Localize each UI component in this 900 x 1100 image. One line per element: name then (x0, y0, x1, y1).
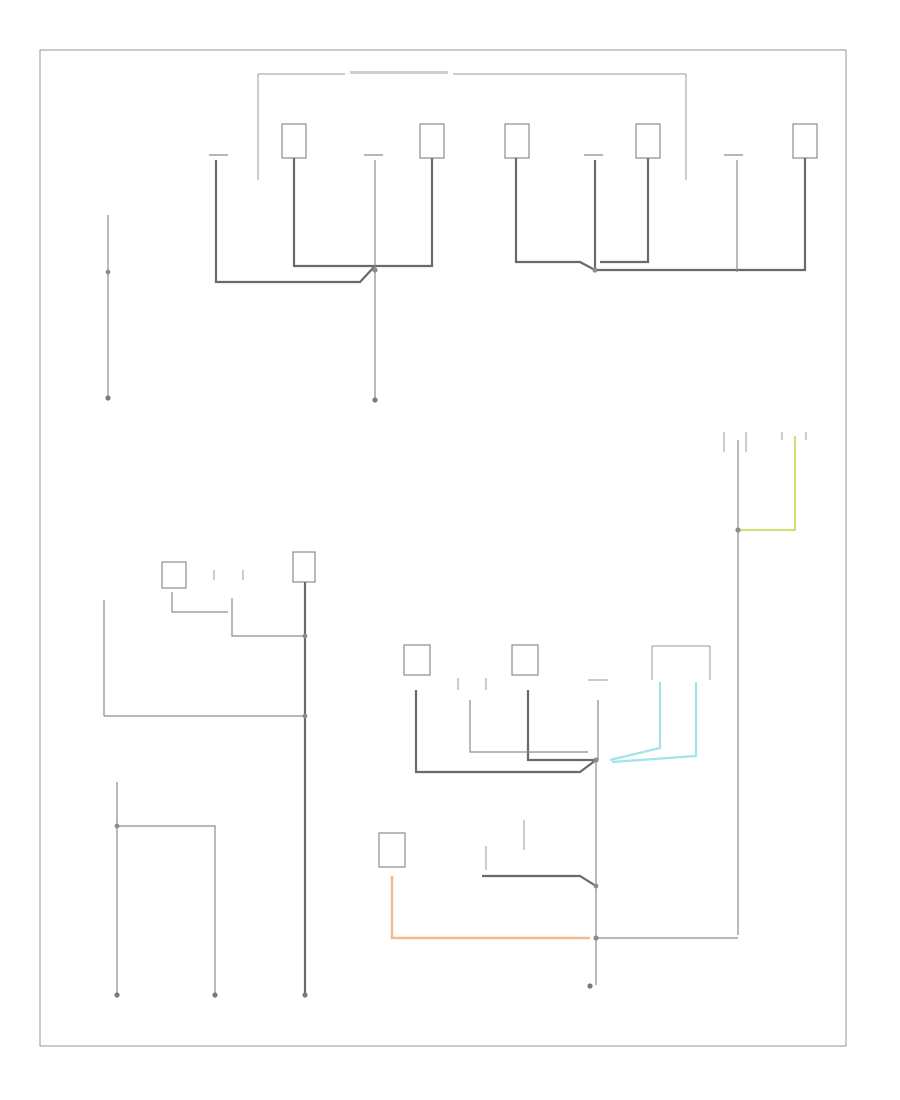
connector-bracket (651, 645, 711, 680)
ground-wire-hook (482, 874, 597, 887)
connector-bracket (457, 678, 608, 690)
orange-ground-wire (390, 876, 590, 940)
component-box (635, 123, 661, 159)
component-box (419, 123, 445, 159)
splice-node (593, 757, 599, 763)
ground-point (212, 992, 218, 998)
ground-trunk-c (414, 690, 600, 774)
grouped-components-label (345, 68, 453, 77)
blue-ground-wire (609, 682, 662, 762)
component-box (161, 561, 187, 589)
component-box (792, 123, 818, 159)
splice-node (302, 633, 308, 639)
component-box (281, 123, 307, 159)
ground-trunk-b (514, 158, 807, 272)
splice-node (593, 883, 599, 889)
blue-ground-wire (611, 682, 698, 764)
ground-trunk-a (214, 158, 434, 284)
middle-left-section (103, 551, 316, 998)
ground-point (114, 992, 120, 998)
component-box (292, 551, 316, 583)
splice-node (105, 269, 111, 275)
ground-point (105, 395, 111, 401)
splice-node (593, 935, 599, 941)
connector-bracket (485, 820, 525, 870)
diagram-border (39, 49, 847, 1047)
ground-wire (469, 700, 588, 753)
splice-node (735, 527, 741, 533)
right-side-section (723, 432, 807, 935)
connector-bracket (723, 432, 807, 452)
splice-node (114, 823, 120, 829)
bottom-left-section (114, 782, 218, 998)
bottom-right-section (378, 644, 738, 989)
yellow-ground-wire (738, 436, 797, 532)
ground-point (302, 992, 308, 998)
ground-wire (117, 825, 216, 995)
top-section (105, 68, 818, 403)
component-box (511, 644, 539, 676)
component-box (504, 123, 530, 159)
grouped-components-bracket (257, 73, 687, 180)
ground-point (587, 983, 593, 989)
ground-wire (231, 598, 305, 637)
splice-node (592, 267, 598, 273)
ground-wire (171, 592, 228, 613)
component-box (378, 832, 406, 868)
splice-node (302, 713, 308, 719)
component-box (403, 644, 431, 676)
ground-point (372, 397, 378, 403)
connector-bracket (213, 570, 244, 580)
splice-node (372, 267, 378, 273)
